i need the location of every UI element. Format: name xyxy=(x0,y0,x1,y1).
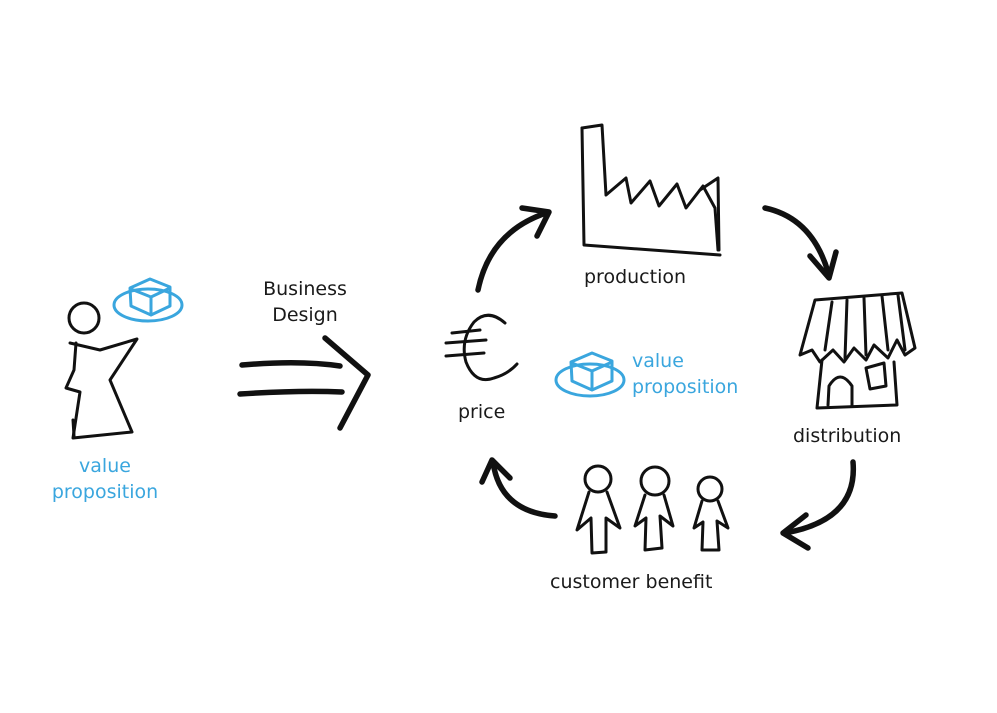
left-value-proposition-line2: proposition xyxy=(51,481,159,503)
left-value-proposition-line1: value xyxy=(79,455,131,477)
cycle-arrow-distribution-to-customers-icon xyxy=(780,459,857,551)
box-icon xyxy=(112,277,184,323)
cycle-arrow-price-to-production-icon xyxy=(475,205,552,293)
center-value-proposition-line1: value xyxy=(632,350,684,372)
person-icon xyxy=(64,301,139,440)
double-arrow-icon xyxy=(237,335,371,431)
customer-benefit-label: customer benefit xyxy=(550,571,713,593)
people-icon xyxy=(575,464,730,555)
business-design-line2: Design xyxy=(272,304,338,326)
distribution-label: distribution xyxy=(793,425,902,447)
production-label: production xyxy=(584,266,687,288)
factory-icon xyxy=(580,123,722,257)
left-value-proposition-label: value proposition xyxy=(40,453,170,505)
center-box-icon xyxy=(554,351,626,398)
shop-icon xyxy=(798,291,917,410)
center-value-proposition-label: value proposition xyxy=(632,348,738,400)
cycle-arrow-production-to-distribution-icon xyxy=(762,205,839,281)
euro-icon xyxy=(444,313,519,382)
price-label: price xyxy=(458,401,506,423)
business-design-line1: Business xyxy=(263,278,347,300)
business-design-label: Business Design xyxy=(250,276,360,328)
cycle-arrow-customers-to-price-icon xyxy=(479,457,558,519)
center-value-proposition-line2: proposition xyxy=(632,376,739,398)
